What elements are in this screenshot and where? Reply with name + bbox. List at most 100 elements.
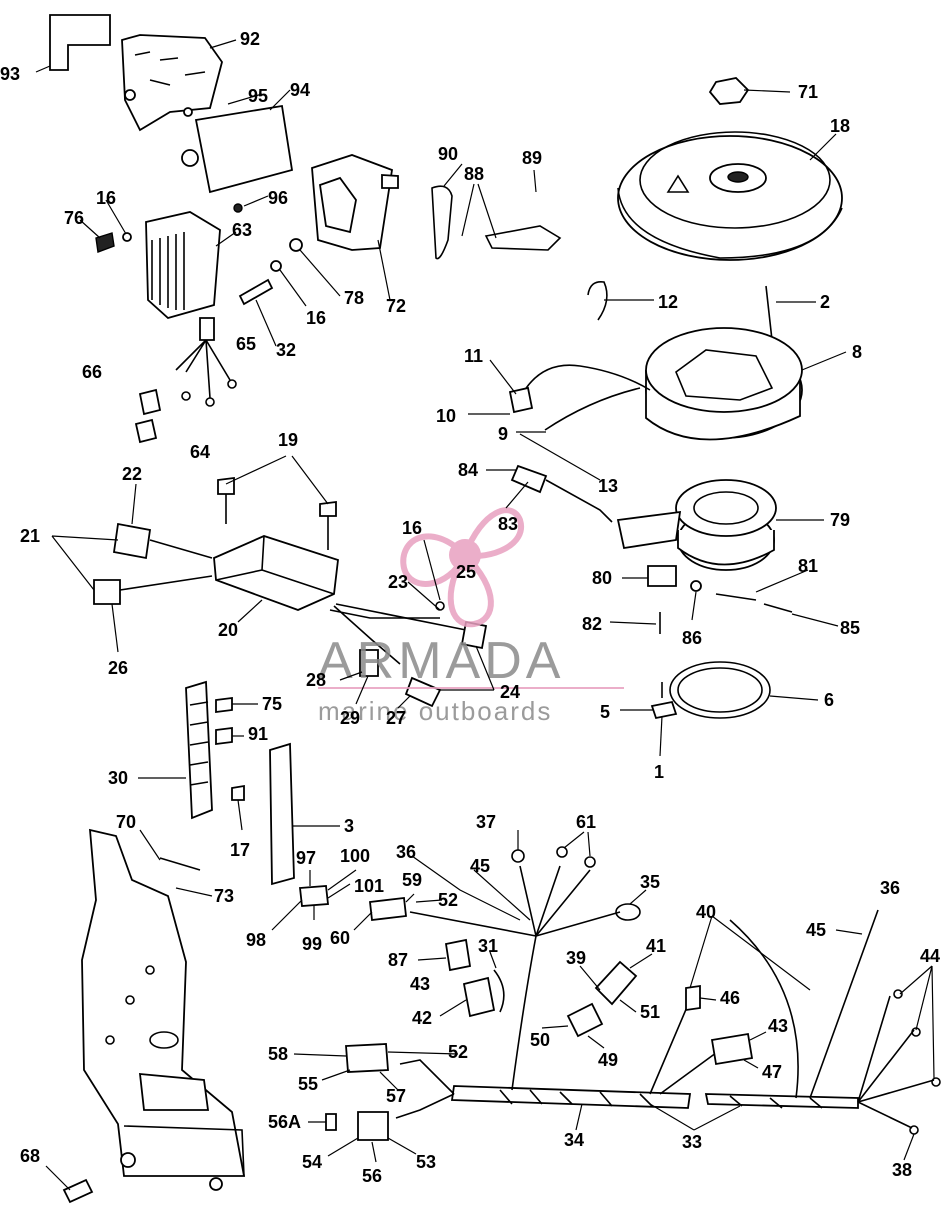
callout-39: 39 (566, 948, 586, 968)
callout-27: 27 (386, 708, 406, 728)
callout-21: 21 (20, 526, 40, 546)
power-pack (213, 476, 339, 611)
washer-23 (435, 601, 445, 611)
callout-23: 23 (388, 572, 408, 592)
callout-35: 35 (640, 872, 660, 892)
callout-98: 98 (246, 930, 266, 950)
bolt-68 (62, 1178, 94, 1204)
callout-3: 3 (344, 816, 354, 836)
callout-43-left: 43 (410, 974, 430, 994)
power-pack-connectors (93, 522, 213, 605)
callout-90: 90 (438, 144, 458, 164)
callout-52-top: 52 (438, 890, 458, 910)
callout-56a: 56A (268, 1112, 301, 1132)
leader-lines (35, 39, 935, 1191)
screw-85 (763, 603, 793, 613)
callout-30: 30 (108, 768, 128, 788)
callout-96: 96 (268, 188, 288, 208)
callout-16-pack: 16 (402, 518, 422, 538)
callout-53: 53 (416, 1152, 436, 1172)
callout-6: 6 (824, 690, 834, 710)
callout-2: 2 (820, 292, 830, 312)
callout-86: 86 (682, 628, 702, 648)
part-91 (215, 726, 233, 746)
callout-32: 32 (276, 340, 296, 360)
callout-45-left: 45 (470, 856, 490, 876)
callout-84: 84 (458, 460, 478, 480)
callout-83: 83 (498, 514, 518, 534)
cover-strip-3 (269, 742, 295, 886)
callout-22: 22 (122, 464, 142, 484)
washer-78 (289, 238, 303, 252)
callout-61: 61 (576, 812, 596, 832)
callout-65: 65 (236, 334, 256, 354)
flywheel (617, 131, 843, 261)
callout-94: 94 (290, 80, 310, 100)
callout-60: 60 (330, 928, 350, 948)
callout-16-washer: 16 (306, 308, 326, 328)
callout-9: 9 (498, 424, 508, 444)
callout-36-left: 36 (396, 842, 416, 862)
callout-79: 79 (830, 510, 850, 530)
callout-8: 8 (852, 342, 862, 362)
pin-70 (159, 857, 201, 871)
screw-96 (233, 203, 243, 213)
stator-leads (508, 364, 651, 431)
callout-55: 55 (298, 1074, 318, 1094)
callout-59: 59 (402, 870, 422, 890)
callout-56: 56 (362, 1166, 382, 1186)
callout-82: 82 (582, 614, 602, 634)
callout-46: 46 (720, 988, 740, 1008)
callout-17: 17 (230, 840, 250, 860)
callout-19: 19 (278, 430, 298, 450)
screw-2 (765, 285, 773, 341)
screw-17 (231, 784, 245, 801)
callout-58: 58 (268, 1044, 288, 1064)
callout-88: 88 (464, 164, 484, 184)
callout-89: 89 (522, 148, 542, 168)
callout-50: 50 (530, 1030, 550, 1050)
callout-85: 85 (840, 618, 860, 638)
callout-80: 80 (592, 568, 612, 588)
callout-16-rectifier: 16 (96, 188, 116, 208)
callout-36-right: 36 (880, 878, 900, 898)
screw-75 (215, 696, 233, 714)
callout-95: 95 (248, 86, 268, 106)
callout-37: 37 (476, 812, 496, 832)
bolt-32 (238, 278, 274, 306)
callout-81: 81 (798, 556, 818, 576)
callout-24: 24 (500, 682, 520, 702)
clamp-12 (587, 280, 608, 321)
ignition-coil (311, 154, 399, 251)
callout-101: 101 (354, 876, 384, 896)
callout-54: 54 (302, 1152, 322, 1172)
callout-78: 78 (344, 288, 364, 308)
bracket-80 (647, 565, 677, 587)
callout-13: 13 (598, 476, 618, 496)
callout-100: 100 (340, 846, 370, 866)
callout-45-right: 45 (806, 920, 826, 940)
callout-41: 41 (646, 936, 666, 956)
callout-1: 1 (654, 762, 664, 782)
callout-20: 20 (218, 620, 238, 640)
callout-93: 93 (0, 64, 20, 84)
callout-10: 10 (436, 406, 456, 426)
callout-92: 92 (240, 29, 260, 49)
watermark-brand: ARMADA (318, 632, 564, 690)
propeller-logo (400, 507, 525, 628)
callout-12: 12 (658, 292, 678, 312)
callout-75: 75 (262, 694, 282, 714)
callout-11: 11 (464, 346, 483, 366)
callout-66: 66 (82, 362, 102, 382)
electrical-plate (81, 828, 246, 1191)
callout-25: 25 (456, 562, 476, 582)
spark-plug-boots (431, 185, 562, 260)
clip-1 (650, 700, 678, 720)
callout-91: 91 (248, 724, 268, 744)
callout-47: 47 (762, 1062, 782, 1082)
mounting-bracket (49, 14, 223, 132)
callout-99: 99 (302, 934, 322, 954)
connector-97 (299, 885, 329, 907)
callout-70: 70 (116, 812, 136, 832)
